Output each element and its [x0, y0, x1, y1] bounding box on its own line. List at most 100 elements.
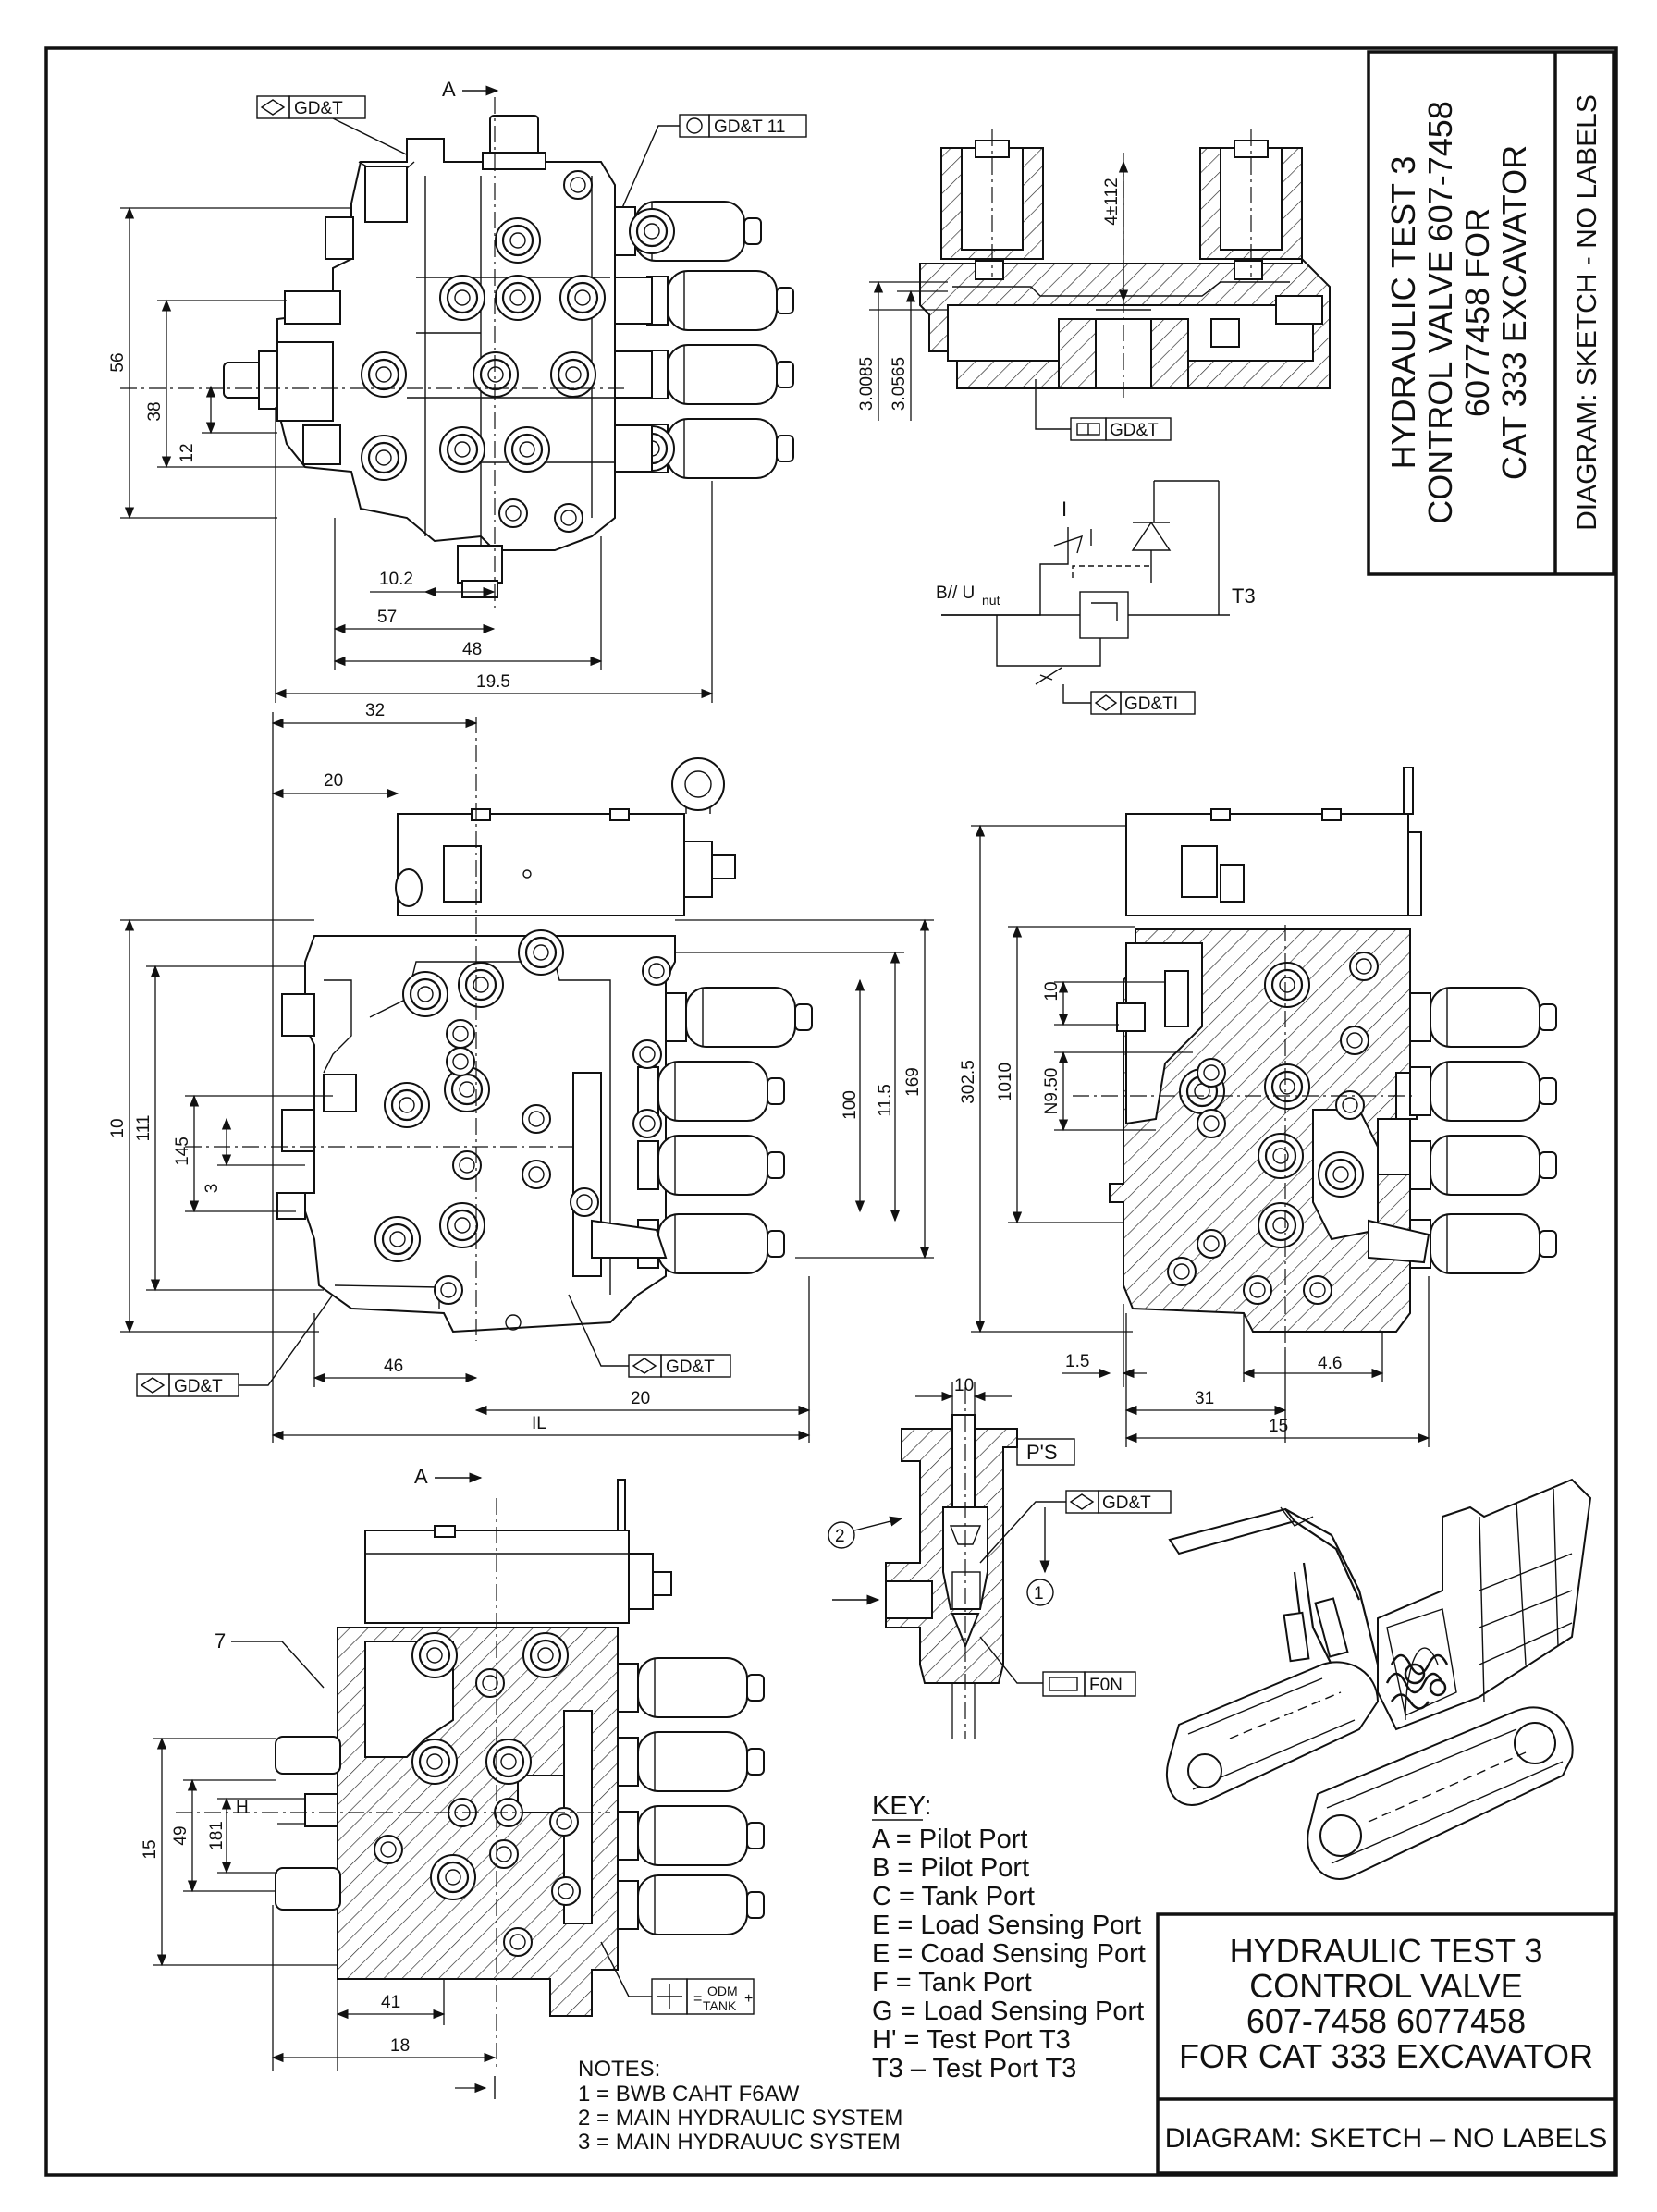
- svg-text:169: 169: [903, 1067, 923, 1097]
- svg-text:20: 20: [631, 1389, 650, 1408]
- notes-block: NOTES: 1 = BWB CAHT F6AW 2 = MAIN HYDRAU…: [578, 2057, 902, 2155]
- note-item: 3 = MAIN HYDRAUUC SYSTEM: [578, 2130, 901, 2155]
- svg-text:3.0565: 3.0565: [890, 357, 909, 411]
- gdt-label-2: GD&T 11: [714, 117, 785, 137]
- svg-text:15: 15: [141, 1839, 160, 1859]
- svg-text:1.5: 1.5: [1065, 1352, 1089, 1371]
- svg-text:11.5: 11.5: [876, 1084, 895, 1117]
- svg-text:181: 181: [207, 1821, 227, 1850]
- svg-text:111: 111: [134, 1115, 153, 1142]
- view-front-top: GD&T A GD&T 11: [108, 78, 807, 703]
- svg-text:N9.50: N9.50: [1042, 1068, 1062, 1115]
- btitle-line3: 607-7458 6077458: [1246, 2002, 1526, 2040]
- svg-text:20: 20: [324, 771, 343, 791]
- gdt-frame-4: GD&TI: [1062, 684, 1196, 715]
- svg-text:56: 56: [108, 352, 128, 372]
- vtitle-line3: 6077458 FOR: [1458, 208, 1496, 417]
- btitle-subtitle: DIAGRAM: SKETCH – NO LABELS: [1165, 2123, 1607, 2154]
- svg-text:4.6: 4.6: [1318, 1354, 1342, 1373]
- gdt-label-1: GD&T: [294, 99, 343, 118]
- svg-text:100: 100: [841, 1090, 860, 1120]
- key-item: E = Coad Sensing Port: [872, 1939, 1146, 1969]
- view-section-top: 4±112 3.0085 3.0565 GD&T: [857, 129, 1331, 441]
- key-item: C = Tank Port: [872, 1882, 1035, 1911]
- svg-text:57: 57: [377, 608, 397, 627]
- note-item: 2 = MAIN HYDRAULIC SYSTEM: [578, 2106, 902, 2131]
- odm-tank-frame: ODM TANK = +: [600, 1941, 755, 2015]
- gdt-frame-5: GD&T: [136, 1294, 334, 1397]
- svg-text:ODM: ODM: [707, 1984, 738, 1998]
- svg-text:18: 18: [390, 2036, 410, 2056]
- svg-text:B// U: B// U: [936, 584, 975, 603]
- svg-text:GD&TI: GD&TI: [1124, 694, 1178, 714]
- btitle-line1: HYDRAULIC TEST 3: [1230, 1932, 1543, 1970]
- svg-text:41: 41: [381, 1993, 400, 2012]
- svg-text:F0N: F0N: [1089, 1676, 1123, 1695]
- svg-text:7: 7: [215, 1629, 226, 1653]
- view4-dimensions: 15 49 181 H 41 18: [141, 1737, 497, 2099]
- vtitle-line2: CONTROL VALVE 607-7458: [1421, 101, 1459, 524]
- svg-text:1010: 1010: [996, 1063, 1015, 1101]
- svg-text:302.5: 302.5: [959, 1060, 978, 1104]
- gdt-frame-7: GD&T: [979, 1490, 1172, 1574]
- svg-text:10: 10: [954, 1376, 974, 1395]
- svg-text:GD&T: GD&T: [666, 1358, 715, 1377]
- view-bottom-left: A: [141, 1465, 765, 2099]
- svg-text:A: A: [414, 1465, 428, 1488]
- svg-text:P'S: P'S: [1026, 1441, 1058, 1464]
- key-item: F = Tank Port: [872, 1968, 1032, 1997]
- key-item: G = Load Sensing Port: [872, 1997, 1144, 2026]
- svg-text:4±112: 4±112: [1102, 178, 1122, 225]
- svg-text:NOTES:: NOTES:: [578, 2057, 660, 2082]
- view3-dimensions: 302.5 1010 10 N9.50 1.5 4.6 31: [959, 824, 1430, 1447]
- view-detail-cartridge: 10 P'S GD&T 2 1 F0N: [828, 1376, 1172, 1739]
- arrow-label-a-top: A: [442, 78, 456, 101]
- svg-text:TANK: TANK: [703, 1998, 737, 2013]
- gdt-frame-6: GD&T: [568, 1294, 731, 1378]
- view2-dimensions: 32 20 10 111 145 3 100 11.5: [108, 701, 934, 1443]
- svg-text:KEY:: KEY:: [872, 1791, 932, 1821]
- view1-dimensions: 56 38 12 10.2 57 48 19.5: [108, 206, 714, 703]
- svg-text:10: 10: [108, 1118, 128, 1137]
- svg-text:12: 12: [178, 443, 197, 462]
- view-side-middle: 32 20 10 111 145 3 100 11.5: [108, 701, 934, 1443]
- svg-text:46: 46: [384, 1357, 403, 1376]
- svg-text:19.5: 19.5: [476, 672, 510, 692]
- svg-text:15: 15: [1269, 1417, 1288, 1436]
- title-block-bottom: HYDRAULIC TEST 3 CONTROL VALVE 607-7458 …: [1156, 1912, 1616, 2175]
- excavator-illustration: [1165, 1478, 1592, 1880]
- svg-text:3: 3: [203, 1184, 222, 1194]
- svg-text:48: 48: [462, 640, 482, 659]
- svg-text:145: 145: [173, 1137, 192, 1166]
- view-section-middle: 302.5 1010 10 N9.50 1.5 4.6 31: [959, 767, 1557, 1447]
- svg-text:GD&T: GD&T: [1102, 1493, 1151, 1513]
- hydraulic-schematic: I B// U nut T3 GD&TI: [936, 480, 1256, 715]
- svg-text:10: 10: [1042, 981, 1062, 1001]
- svg-text:H: H: [236, 1798, 249, 1817]
- svg-text:1: 1: [1034, 1584, 1044, 1604]
- svg-text:=: =: [693, 1991, 702, 2007]
- svg-text:49: 49: [171, 1825, 190, 1845]
- svg-text:IL: IL: [532, 1414, 546, 1433]
- svg-text:+: +: [744, 1991, 753, 2007]
- sheet-border: [44, 46, 1618, 2177]
- svg-text:32: 32: [365, 701, 385, 720]
- key-item: E = Load Sensing Port: [872, 1911, 1141, 1940]
- svg-text:T3: T3: [1232, 584, 1256, 608]
- svg-text:3.0085: 3.0085: [857, 357, 877, 411]
- vtitle-line1: HYDRAULIC TEST 3: [1384, 156, 1422, 470]
- gdt-frame-3: GD&T: [1035, 379, 1172, 441]
- svg-text:GD&T: GD&T: [174, 1377, 223, 1396]
- key-item: A = Pilot Port: [872, 1825, 1027, 1854]
- btitle-line2: CONTROL VALVE: [1249, 1967, 1522, 2005]
- svg-text:10.2: 10.2: [379, 570, 413, 589]
- key-item: T3 – Test Port T3: [872, 2054, 1076, 2083]
- svg-text:GD&T: GD&T: [1110, 421, 1159, 440]
- note-item: 1 = BWB CAHT F6AW: [578, 2082, 800, 2107]
- svg-text:38: 38: [145, 401, 165, 421]
- vtitle-line4: CAT 333 EXCAVATOR: [1495, 145, 1533, 480]
- legend-key: KEY: A = Pilot Port B = Pilot Port C = T…: [872, 1791, 1146, 2083]
- svg-text:I: I: [1062, 498, 1067, 521]
- svg-text:nut: nut: [982, 593, 1000, 608]
